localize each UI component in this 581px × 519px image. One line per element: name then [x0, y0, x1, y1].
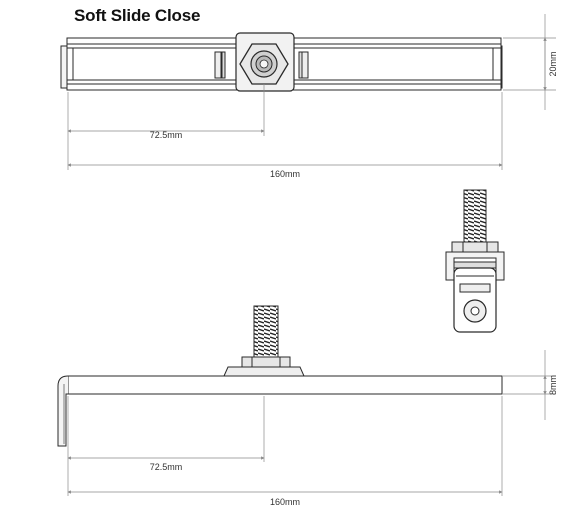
top-height-label: 20mm: [548, 51, 558, 76]
side-view: [57, 305, 503, 447]
side-view-carriage: [223, 366, 305, 377]
end-view-bracket: [445, 251, 505, 281]
side-offset-label: 72.5mm: [150, 462, 183, 472]
side-view-rail: [67, 375, 503, 395]
top-view-left-guide: [214, 51, 222, 79]
page-title: Soft Slide Close: [74, 6, 201, 25]
top-view-right-guide: [301, 51, 309, 79]
side-view-bolt: [253, 305, 279, 359]
side-view-dimensions: [67, 350, 556, 496]
top-view: [60, 32, 503, 92]
side-view-end-bracket: [57, 375, 69, 447]
top-offset-label: 72.5mm: [150, 130, 183, 140]
side-length-label: 160mm: [270, 497, 300, 507]
end-view: [445, 189, 505, 333]
side-height-label: 8mm: [548, 375, 558, 395]
side-view-nut: [241, 356, 291, 368]
end-view-nut: [451, 241, 499, 253]
end-view-bolt: [463, 189, 487, 243]
top-length-label: 160mm: [270, 169, 300, 179]
top-view-dimensions: [67, 14, 556, 170]
